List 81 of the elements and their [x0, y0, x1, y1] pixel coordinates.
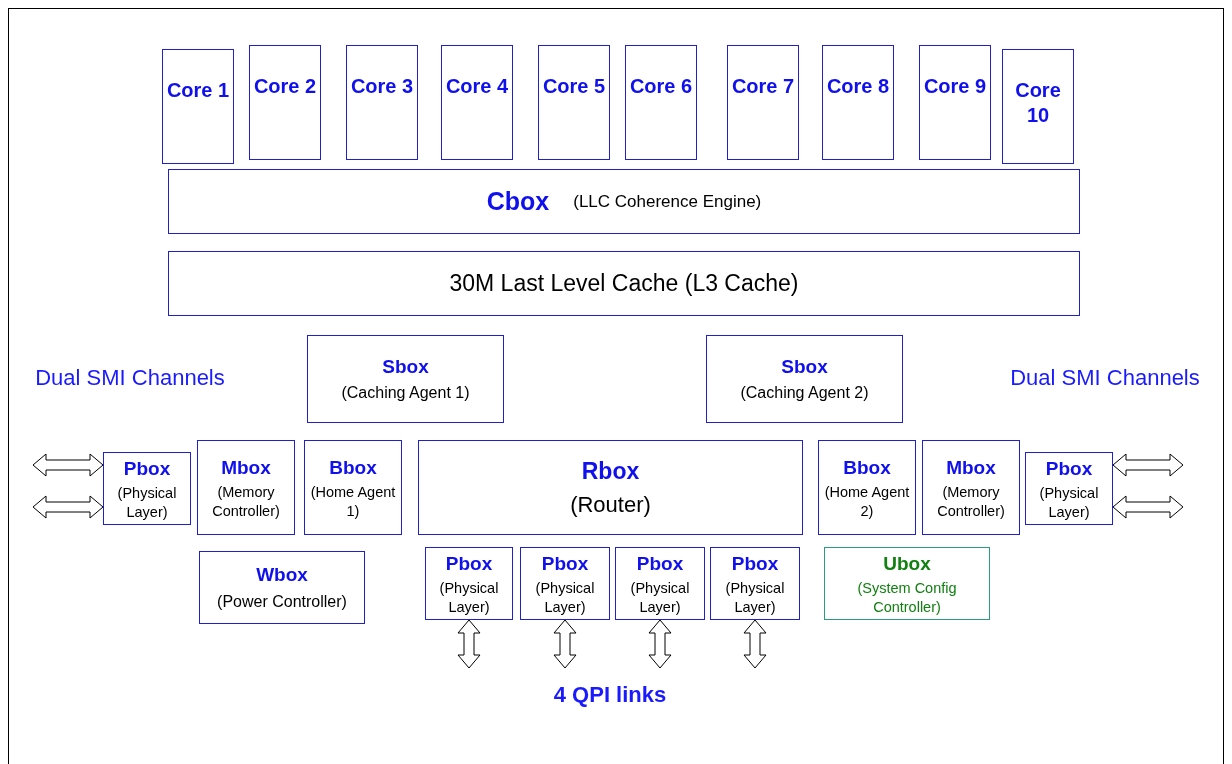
box-subtitle: (Physical Layer)	[1038, 483, 1100, 522]
box-title: Core 1	[166, 78, 230, 103]
component-box	[197, 440, 295, 535]
component-box	[304, 440, 402, 535]
text-label: Dual SMI Channels	[1009, 364, 1201, 392]
box-title: Core 5	[542, 74, 606, 99]
component-box	[418, 440, 803, 535]
box-subtitle: (Power Controller)	[217, 591, 347, 612]
box-subtitle: (Router)	[570, 491, 651, 520]
double-arrow	[32, 453, 104, 477]
core-box	[538, 45, 610, 160]
double-arrow	[553, 619, 577, 669]
box-title: Bbox	[329, 456, 377, 481]
text-label: Dual SMI Channels	[34, 364, 226, 392]
core-box	[441, 45, 513, 160]
component-box	[425, 547, 513, 620]
box-subtitle: (Physical Layer)	[534, 578, 596, 617]
box-subtitle: (Home Agent 1)	[309, 482, 397, 521]
component-box	[103, 452, 191, 525]
box-title: Pbox	[123, 457, 171, 482]
box-title: Mbox	[946, 456, 996, 481]
double-arrow	[648, 619, 672, 669]
component-box	[824, 547, 990, 620]
core-box	[162, 49, 234, 164]
box-title: Core 3	[350, 74, 414, 99]
box-title: Core 9	[923, 74, 987, 99]
component-box	[168, 251, 1080, 316]
component-box	[706, 335, 903, 423]
component-box	[1025, 452, 1113, 525]
box-title: Pbox	[731, 552, 779, 577]
component-box	[168, 169, 1080, 234]
box-title: Core 2	[253, 74, 317, 99]
box-title: Core 7	[731, 74, 795, 99]
box-subtitle: (LLC Coherence Engine)	[573, 190, 762, 213]
core-box	[822, 45, 894, 160]
box-subtitle: (Memory Controller)	[211, 482, 281, 521]
box-title: Pbox	[636, 552, 684, 577]
box-subtitle: (Home Agent 2)	[823, 482, 911, 521]
box-title: Core 6	[629, 74, 693, 99]
box-subtitle: (Caching Agent 2)	[740, 383, 869, 404]
box-subtitle: (Physical Layer)	[629, 578, 691, 617]
box-title: Pbox	[445, 552, 493, 577]
core-box	[249, 45, 321, 160]
double-arrow	[1112, 453, 1184, 477]
box-subtitle: (System Config Controller)	[856, 578, 958, 617]
core-box	[919, 45, 991, 160]
core-box	[346, 45, 418, 160]
box-title: Bbox	[843, 456, 891, 481]
text-label: 4 QPI links	[552, 681, 668, 709]
component-box	[199, 551, 365, 624]
component-box	[818, 440, 916, 535]
box-title: Ubox	[883, 552, 931, 577]
box-title: Wbox	[256, 563, 308, 588]
double-arrow	[32, 495, 104, 519]
box-subtitle: (Physical Layer)	[116, 483, 178, 522]
core-box	[727, 45, 799, 160]
box-title: Sbox	[382, 354, 429, 379]
box-title: Core 10	[1014, 78, 1062, 128]
component-box	[710, 547, 800, 620]
component-box	[615, 547, 705, 620]
box-title: Pbox	[541, 552, 589, 577]
box-title: Pbox	[1045, 457, 1093, 482]
core-box	[625, 45, 697, 160]
double-arrow	[1112, 495, 1184, 519]
core-box	[1002, 49, 1074, 164]
box-subtitle: (Caching Agent 1)	[341, 383, 470, 404]
component-box	[307, 335, 504, 423]
box-title: Sbox	[781, 354, 828, 379]
double-arrow	[457, 619, 481, 669]
box-title: Core 8	[826, 74, 890, 99]
box-title: Cbox	[486, 185, 550, 217]
box-subtitle: (Physical Layer)	[724, 578, 786, 617]
double-arrow	[743, 619, 767, 669]
component-box	[520, 547, 610, 620]
box-title: Mbox	[221, 456, 271, 481]
component-box	[922, 440, 1020, 535]
box-subtitle: (Physical Layer)	[438, 578, 500, 617]
box-title: Core 4	[445, 74, 509, 99]
box-subtitle: (Memory Controller)	[936, 482, 1006, 521]
box-title: Rbox	[581, 456, 640, 486]
box-title: 30M Last Level Cache (L3 Cache)	[449, 269, 799, 299]
